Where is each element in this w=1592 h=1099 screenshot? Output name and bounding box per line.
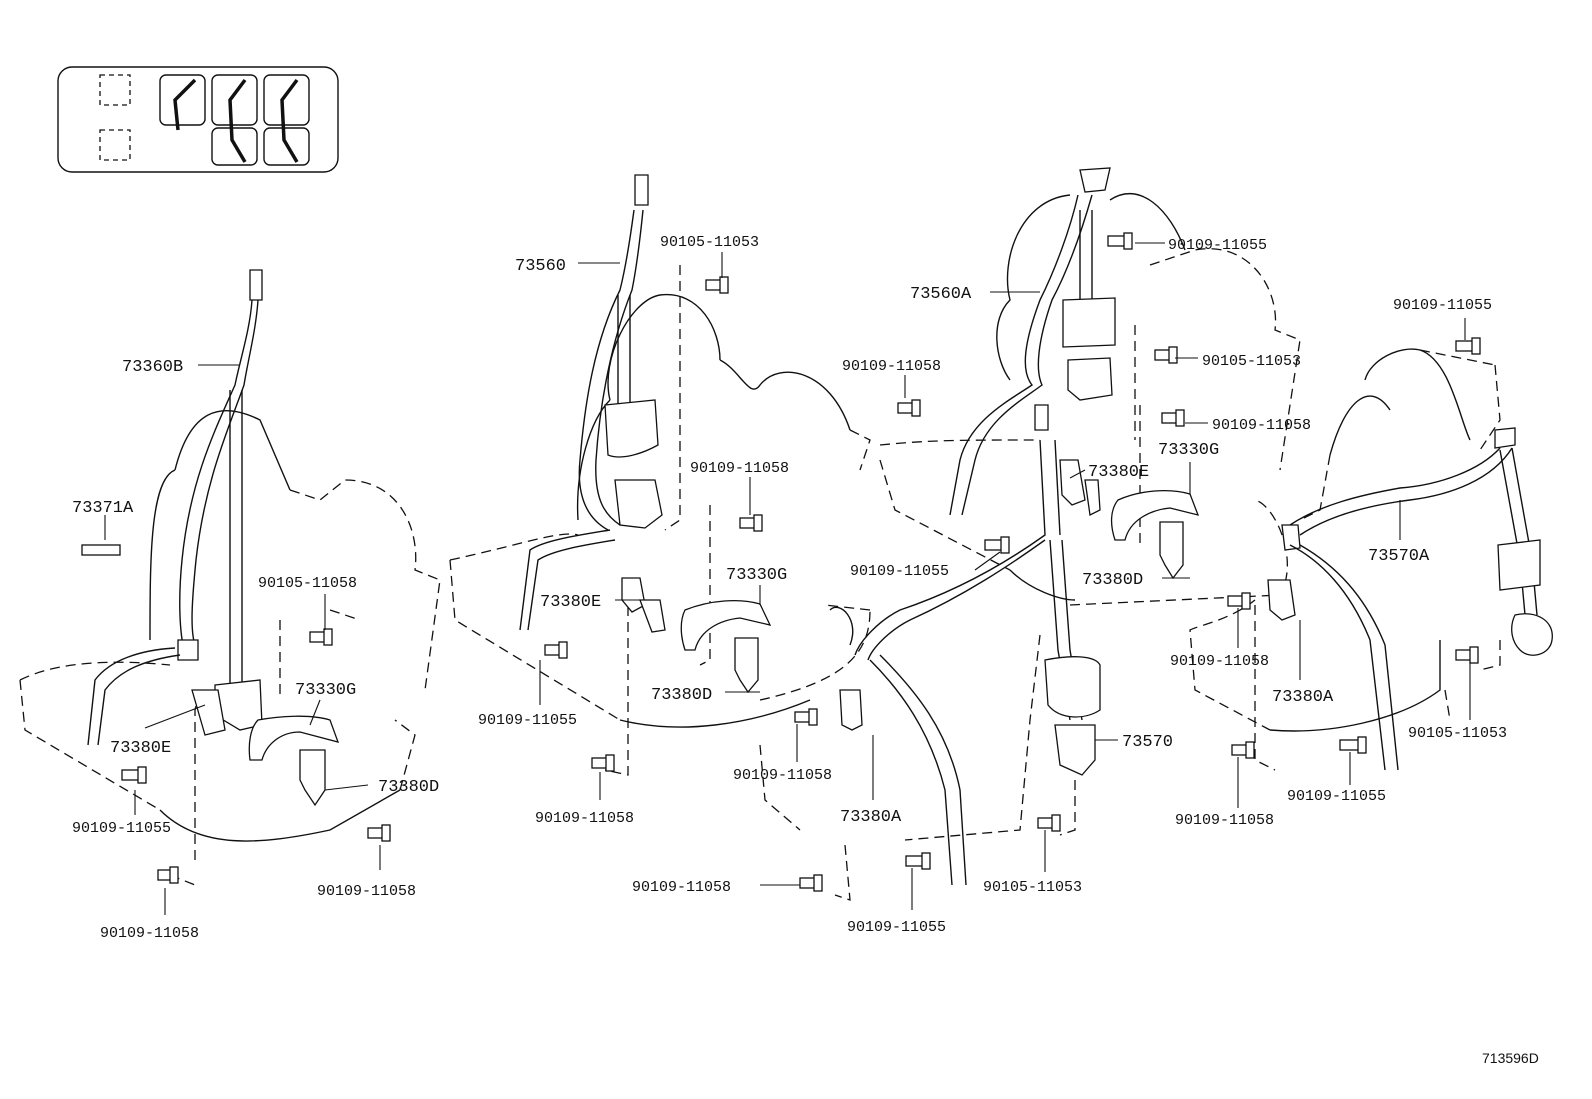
label-90109-11055-center-a: 90109-11055 [1168,237,1267,254]
label-90105-11053-middle: 90105-11053 [660,234,759,251]
label-73380D-middle: 73380D [651,686,712,705]
label-90109-11055-front: 90109-11055 [72,820,171,837]
label-90105-11053-right: 90105-11053 [1408,725,1507,742]
label-73570: 73570 [1122,733,1173,752]
label-90109-11055-right-b: 90109-11055 [1287,788,1386,805]
label-90109-11058-middle-d: 90109-11058 [632,879,731,896]
label-73560: 73560 [515,257,566,276]
label-73330G-middle: 73330G [726,566,787,585]
label-90109-11058-right-b: 90109-11058 [1175,812,1274,829]
label-73560A: 73560A [910,285,972,304]
seat-assembly-middle [449,174,931,892]
label-90109-11058-front-b: 90109-11058 [100,925,199,942]
seat-assembly-front [19,269,441,886]
label-73380D-front: 73380D [378,778,439,797]
label-73360B: 73360B [122,358,183,377]
label-73380E-center: 73380E [1088,463,1149,482]
figure-id: 713596D [1482,1050,1539,1066]
label-73380E-front: 73380E [110,739,171,758]
label-90109-11058-front-a: 90109-11058 [317,883,416,900]
seat-locator-inset [57,66,339,173]
label-90105-11053-center-b: 90105-11053 [983,879,1082,896]
label-90109-11058-center-b: 90109-11058 [1212,417,1311,434]
label-73380A-middle: 73380A [840,808,902,827]
leader-lines [104,242,1471,915]
label-73380E-middle: 73380E [540,593,601,612]
label-90109-11058-middle-a: 90109-11058 [690,460,789,477]
label-90109-11058-center-a: 90109-11058 [842,358,941,375]
label-90109-11058-right-a: 90109-11058 [1170,653,1269,670]
label-90105-11053-center: 90105-11053 [1202,353,1301,370]
seat-assembly-center-rear [759,167,1301,901]
label-73371A: 73371A [72,499,134,518]
label-73380A-right: 73380A [1272,688,1334,707]
label-73380D-center: 73380D [1082,571,1143,590]
label-90109-11055-middle: 90109-11055 [478,712,577,729]
label-90109-11058-middle-b: 90109-11058 [535,810,634,827]
seat-assembly-right-rear [1189,337,1553,771]
label-90109-11055-right-a: 90109-11055 [1393,297,1492,314]
part-labels: 73360B 73371A 73380E 73330G 73380D 90105… [72,234,1539,1066]
label-90109-11055-center-b: 90109-11055 [850,563,949,580]
label-73570A: 73570A [1368,547,1430,566]
label-90105-11058: 90105-11058 [258,575,357,592]
label-73330G-front: 73330G [295,681,356,700]
label-73330G-center: 73330G [1158,441,1219,460]
label-90109-11058-middle-c: 90109-11058 [733,767,832,784]
label-90109-11055-middle-b: 90109-11055 [847,919,946,936]
